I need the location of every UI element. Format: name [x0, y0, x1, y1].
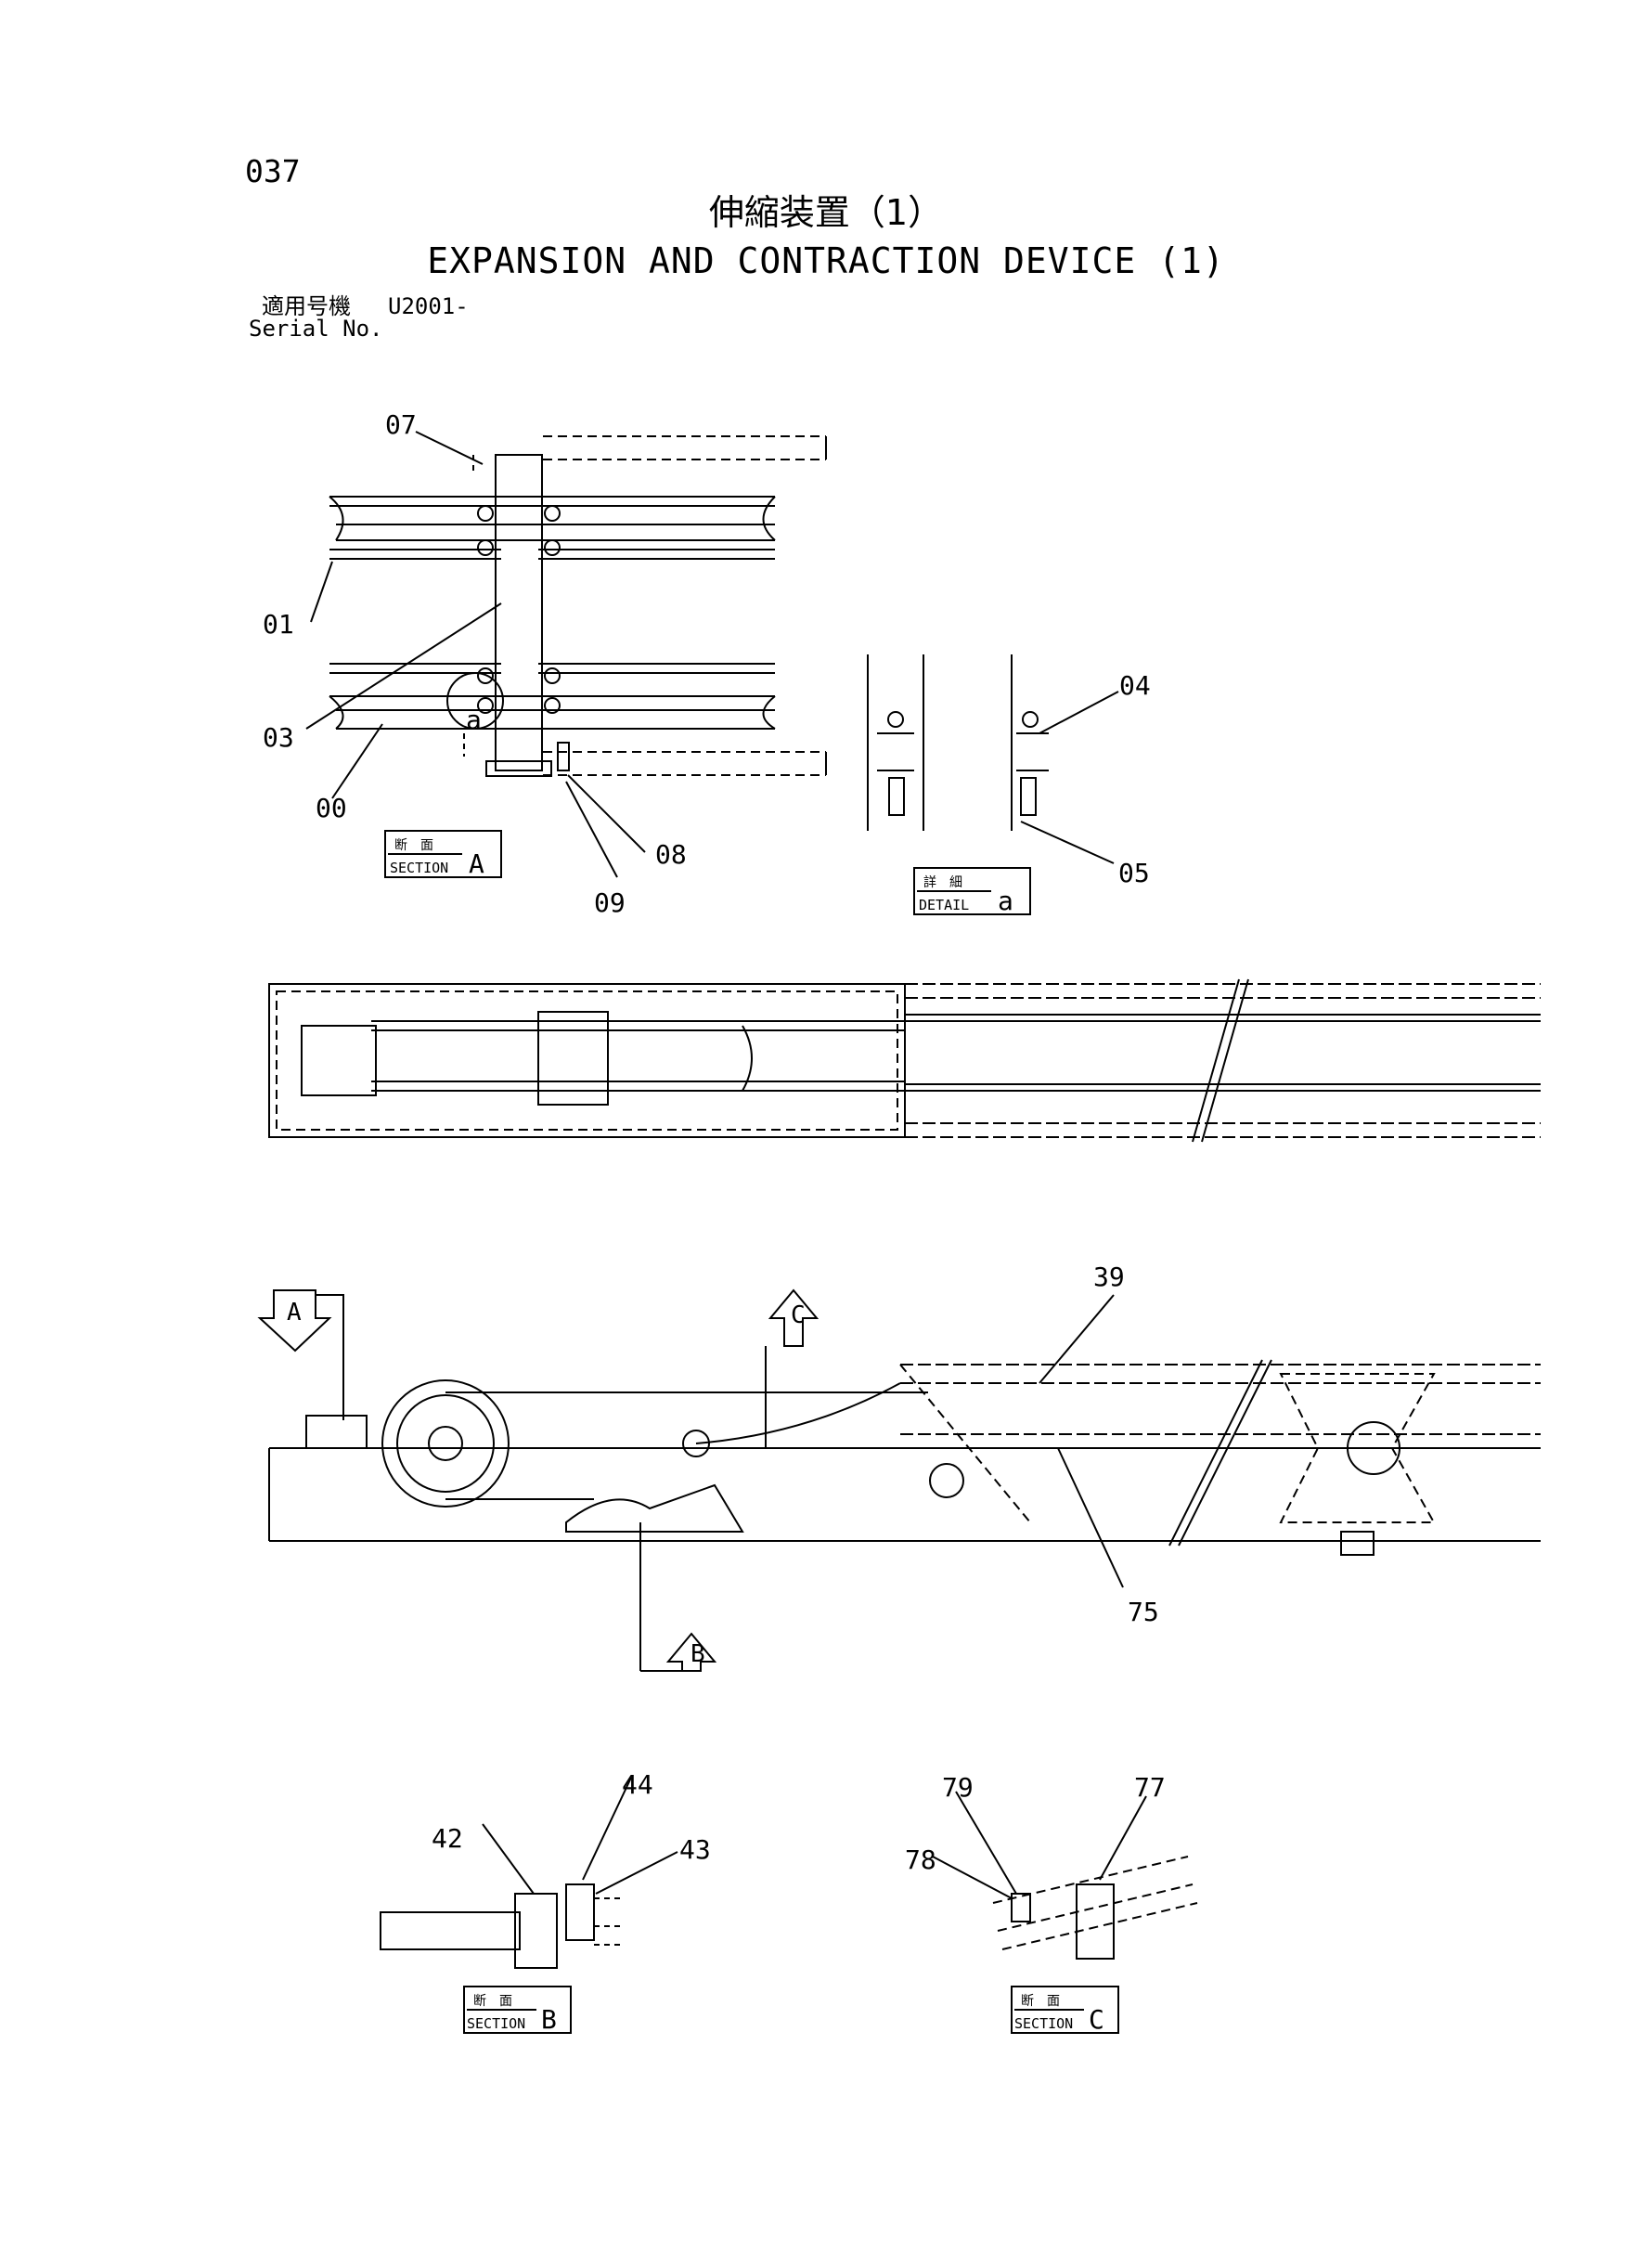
- callout-77: 77: [1134, 1772, 1166, 1803]
- plan-view: [268, 978, 1541, 1143]
- section-a-letter: A: [469, 848, 484, 879]
- detail-a-view: [867, 654, 1119, 915]
- callout-00: 00: [316, 793, 347, 823]
- serial-label-english: Serial No.: [249, 316, 383, 342]
- side-view: [257, 1288, 1541, 1672]
- section-c-en: SECTION: [1014, 2015, 1073, 2032]
- detail-a-letter: a: [998, 886, 1013, 916]
- callout-42: 42: [432, 1823, 463, 1854]
- page-number: 037: [245, 153, 301, 189]
- section-c-view: [932, 1791, 1198, 2034]
- arrow-a-letter: A: [287, 1299, 302, 1327]
- detail-a-jp: 詳 細: [923, 875, 962, 890]
- section-a-view: [305, 431, 827, 878]
- callout-03: 03: [263, 722, 294, 753]
- callout-43: 43: [679, 1834, 711, 1865]
- section-b-en: SECTION: [467, 2015, 525, 2032]
- section-b-jp: 断 面: [473, 1994, 512, 2009]
- section-c-letter: C: [1089, 2004, 1104, 2035]
- section-b-view: [380, 1777, 678, 2034]
- serial-label-japanese: 適用号機: [262, 293, 351, 319]
- section-a-jp: 断 面: [394, 838, 433, 853]
- arrow-b-letter: B: [690, 1640, 705, 1668]
- callout-05: 05: [1118, 858, 1150, 888]
- callout-01: 01: [263, 609, 294, 640]
- title-english: EXPANSION AND CONTRACTION DEVICE (1): [427, 240, 1225, 281]
- section-c-jp: 断 面: [1021, 1994, 1060, 2009]
- callout-39: 39: [1093, 1262, 1125, 1292]
- callout-07: 07: [385, 409, 417, 440]
- section-a-en: SECTION: [390, 860, 448, 876]
- title-japanese: 伸縮装置（1）: [708, 192, 944, 233]
- detail-a-en: DETAIL: [919, 897, 969, 913]
- callout-79: 79: [942, 1772, 974, 1803]
- detail-a-marker: a: [466, 705, 482, 735]
- callout-09: 09: [594, 887, 626, 918]
- callout-04: 04: [1119, 670, 1151, 701]
- callout-75: 75: [1128, 1597, 1159, 1627]
- callout-78: 78: [905, 1844, 936, 1875]
- serial-number-value: U2001-: [388, 293, 469, 319]
- arrow-c-letter: C: [791, 1301, 806, 1329]
- section-b-letter: B: [541, 2004, 557, 2035]
- callout-08: 08: [655, 839, 687, 870]
- callout-44: 44: [622, 1769, 653, 1800]
